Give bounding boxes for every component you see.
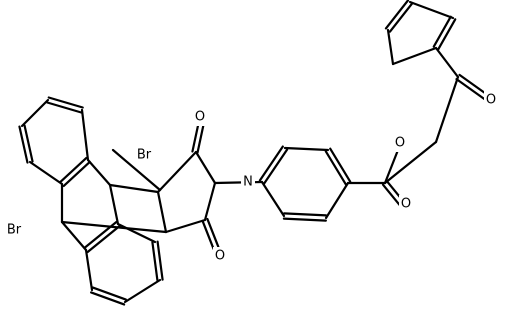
bond-line-44 xyxy=(432,15,452,48)
bond-line-3 xyxy=(18,125,29,164)
bond-line-9 xyxy=(86,158,112,187)
atom-label-o-imide-top: O xyxy=(195,110,205,125)
bond-line-2 xyxy=(20,98,50,128)
bond-line-50 xyxy=(111,148,162,192)
bond-line-8 xyxy=(80,108,90,162)
bond-line-29 xyxy=(203,181,217,222)
bond-line-34 xyxy=(329,147,352,183)
bond-line-28 xyxy=(164,218,207,234)
bond-line-51 xyxy=(196,123,205,154)
bond-line-25 xyxy=(156,150,198,194)
bond-line-24 xyxy=(156,190,168,234)
bond-line-36 xyxy=(283,212,328,217)
atom-label-br-top: Br xyxy=(137,148,152,163)
bond-line-6 xyxy=(62,160,91,188)
bond-line-59 xyxy=(458,73,489,96)
bond-line-38 xyxy=(260,180,286,218)
bond-line-4 xyxy=(23,124,34,163)
bond-line-45 xyxy=(408,0,455,20)
bond-lines xyxy=(18,0,489,306)
bond-line-43 xyxy=(437,18,457,51)
bond-line-7 xyxy=(59,156,88,184)
bond-line-53 xyxy=(201,219,215,251)
bond-line-1 xyxy=(46,101,83,114)
bond-line-10 xyxy=(108,183,120,226)
bond-line-13 xyxy=(156,240,164,281)
bond-line-56 xyxy=(381,183,403,208)
bond-line-48 xyxy=(386,28,395,66)
bond-line-46 xyxy=(384,0,410,30)
atom-label-n-imide: N xyxy=(243,175,253,190)
bond-line-26 xyxy=(194,150,217,185)
bond-line-35 xyxy=(324,181,350,220)
bond-line-40 xyxy=(383,140,438,185)
bond-line-31 xyxy=(258,145,284,182)
bond-line-14 xyxy=(123,278,162,304)
bond-line-58 xyxy=(455,78,486,101)
bond-line-12 xyxy=(151,241,159,282)
bond-line-16 xyxy=(90,291,126,306)
atom-label-br-bottom: Br xyxy=(7,223,22,238)
bond-line-21 xyxy=(60,220,88,252)
bond-line-33 xyxy=(324,150,347,186)
bond-line-23 xyxy=(60,220,168,234)
atom-label-o-imide-bottom: O xyxy=(215,249,225,264)
bond-line-15 xyxy=(91,286,127,301)
bond-line-22 xyxy=(108,183,160,194)
bond-line-54 xyxy=(206,217,220,249)
atom-label-o-ester-single: O xyxy=(395,136,405,151)
bond-line-52 xyxy=(191,122,200,153)
bond-line-49 xyxy=(391,46,438,66)
bond-line-47 xyxy=(388,2,414,33)
bond-line-5 xyxy=(28,160,64,186)
bond-line-42 xyxy=(434,46,460,79)
bond-line-17 xyxy=(84,248,94,292)
bond-line-55 xyxy=(383,148,400,185)
bond-line-32 xyxy=(283,146,330,152)
atom-label-o-ester-carbonyl: O xyxy=(401,197,411,212)
bond-line-18 xyxy=(86,224,121,254)
bond-line-37 xyxy=(282,217,327,222)
atom-labels: Br Br O O N O O O xyxy=(3,91,498,265)
bond-line-30 xyxy=(263,148,289,185)
bond-line-11 xyxy=(116,222,157,244)
bond-line-0 xyxy=(47,96,84,109)
atom-label-o-ketone: O xyxy=(486,93,496,108)
bond-line-41 xyxy=(434,75,460,144)
